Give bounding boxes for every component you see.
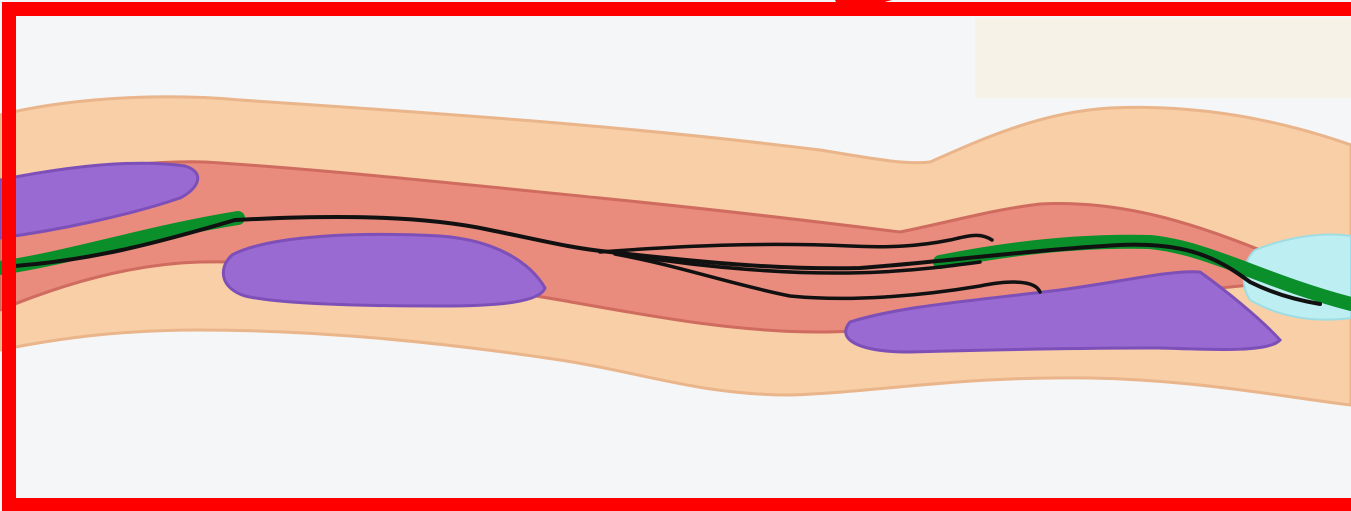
faint-label-artifact [975,18,1351,98]
